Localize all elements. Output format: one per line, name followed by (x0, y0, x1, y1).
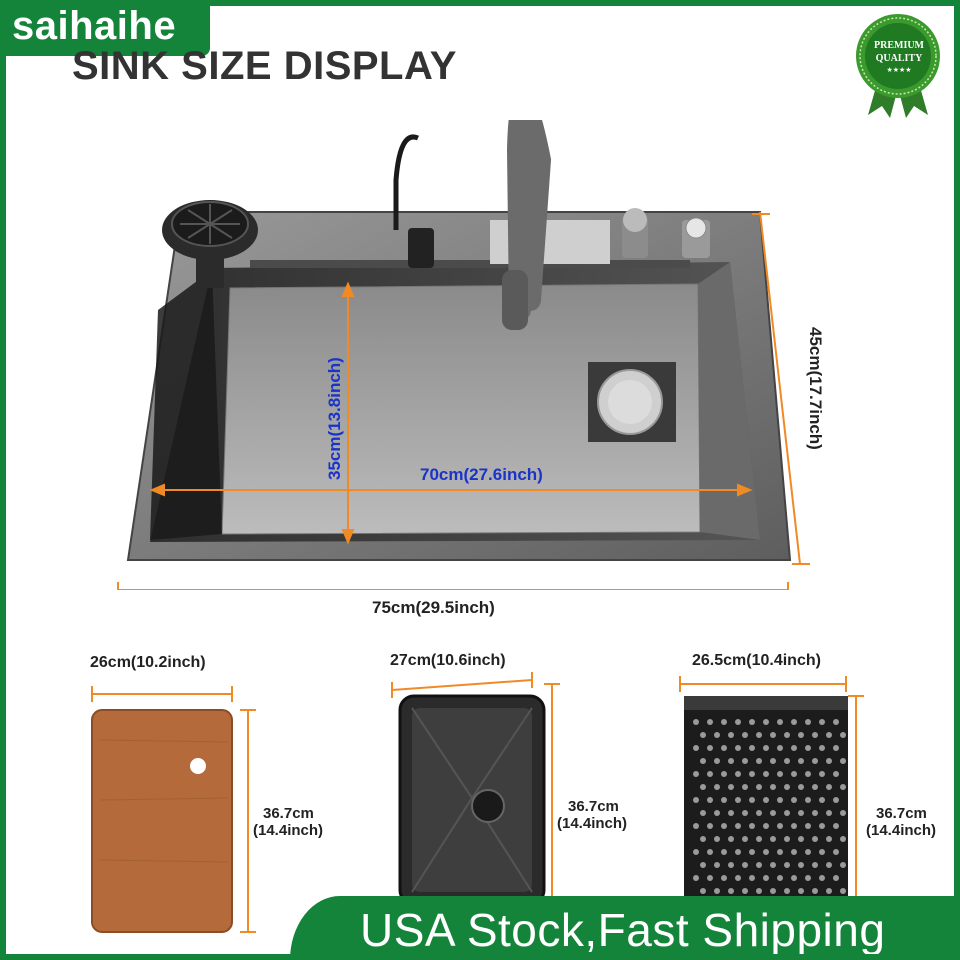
sink-inner-depth-label: 35cm(13.8inch) (325, 357, 344, 480)
drain-basket-height-cm-label: 36.7cm (568, 798, 619, 815)
cutting-board-height-in-label: (14.4inch) (253, 822, 324, 839)
drain-basket-width-label: 27cm(10.6inch) (390, 652, 506, 669)
sink-outer-width-label: 75cm(29.5inch) (372, 598, 495, 617)
drain-basket-illustration (391, 672, 560, 906)
cutting-board-illustration (91, 686, 256, 933)
colander-tray-height-cm-label: 36.7cm (876, 805, 927, 822)
badge-stars: ★★★★ (886, 67, 912, 74)
shipping-banner (290, 896, 960, 960)
drain-basket-height-in-label: (14.4inch) (557, 815, 628, 832)
sink-outer-depth-label: 45cm(17.7inch) (806, 327, 825, 450)
sink-illustration (117, 120, 810, 590)
cutting-board-height-cm-label: 36.7cm (263, 805, 314, 822)
premium-quality-badge-icon (856, 14, 940, 118)
brand-name: saihaihe (12, 4, 177, 48)
badge-line-1: PREMIUM (874, 40, 924, 51)
cutting-board-width-label: 26cm(10.2inch) (90, 654, 206, 671)
colander-tray-width-label: 26.5cm(10.4inch) (692, 652, 821, 669)
colander-tray-height-in-label: (14.4inch) (866, 822, 937, 839)
badge-line-2: QUALITY (875, 53, 923, 64)
shipping-banner-text: USA Stock,Fast Shipping (360, 904, 886, 956)
colander-tray-illustration (679, 676, 864, 908)
brand-tag (0, 0, 210, 56)
page-title: SINK SIZE DISPLAY (72, 44, 457, 88)
sink-inner-width-label: 70cm(27.6inch) (420, 465, 543, 484)
